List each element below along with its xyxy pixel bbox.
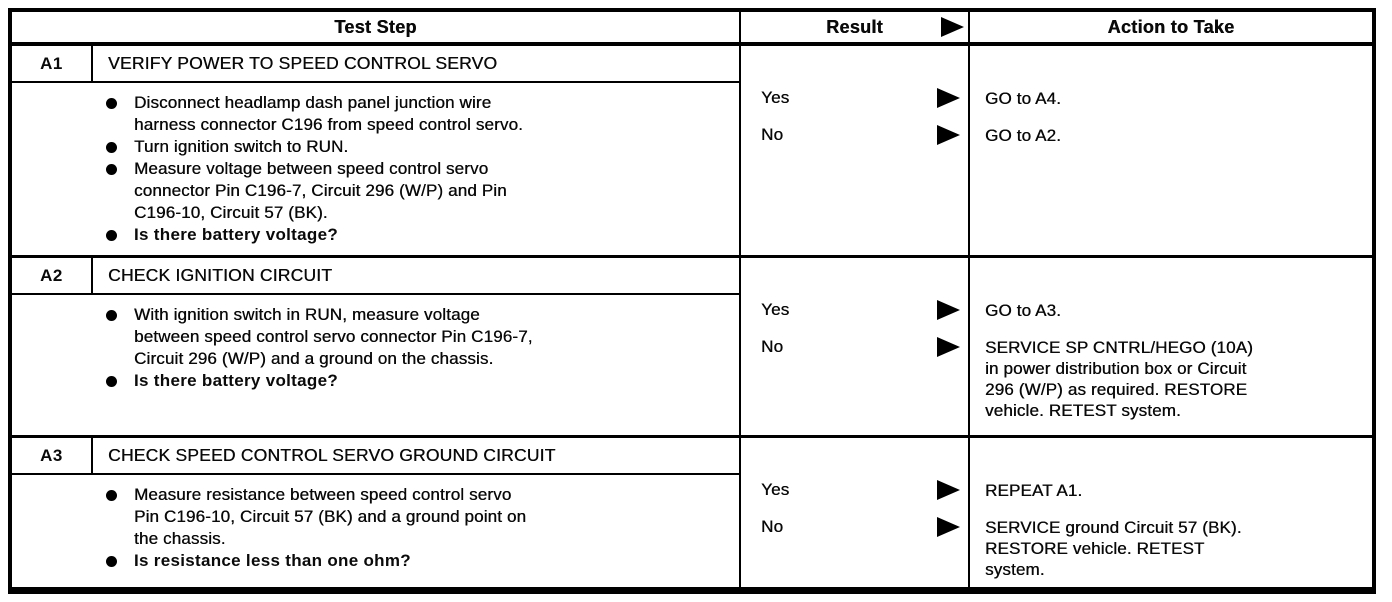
- action-text-yes: REPEAT A1.: [985, 481, 1083, 500]
- step-title-band: A2 CHECK IGNITION CIRCUIT: [12, 258, 739, 295]
- step-instructions: Disconnect headlamp dash panel junction …: [12, 83, 739, 246]
- column-header-result: Result: [739, 12, 970, 42]
- bullet-icon: [106, 490, 117, 501]
- table-header-row: Test Step Result Action to Take: [12, 12, 1372, 46]
- step-title: VERIFY POWER TO SPEED CONTROL SERVO: [108, 53, 498, 73]
- test-step-cell: A3 CHECK SPEED CONTROL SERVO GROUND CIRC…: [12, 438, 739, 587]
- instruction-item: Measure voltage between speed control se…: [106, 158, 739, 224]
- instruction-item: Disconnect headlamp dash panel junction …: [106, 92, 739, 136]
- action-cell: GO to A3. SERVICE SP CNTRL/HEGO (10A) in…: [970, 258, 1372, 435]
- bullet-icon: [106, 376, 117, 387]
- action-text-no: GO to A2.: [985, 126, 1061, 145]
- test-step-section-a2: A2 CHECK IGNITION CIRCUIT With ignition …: [12, 258, 1372, 438]
- test-step-cell: A2 CHECK IGNITION CIRCUIT With ignition …: [12, 258, 739, 435]
- step-instructions: With ignition switch in RUN, measure vol…: [12, 295, 739, 392]
- step-instructions: Measure resistance between speed control…: [12, 475, 739, 572]
- result-cell: Yes No: [739, 438, 970, 587]
- result-label: Yes: [761, 480, 790, 499]
- result-label: No: [761, 337, 784, 356]
- step-id: A3: [12, 438, 93, 473]
- instruction-item: Turn ignition switch to RUN.: [106, 136, 739, 158]
- action-text-yes: GO to A3.: [985, 301, 1061, 320]
- test-step-section-a1: A1 VERIFY POWER TO SPEED CONTROL SERVO D…: [12, 46, 1372, 258]
- question-text: Is there battery voltage?: [134, 371, 339, 390]
- result-label: No: [761, 125, 784, 144]
- instruction-question: Is there battery voltage?: [106, 370, 739, 392]
- right-triangle-arrow-icon: [937, 88, 960, 108]
- step-id: A2: [12, 258, 93, 293]
- right-triangle-arrow-icon: [941, 17, 964, 37]
- instruction-item: Measure resistance between speed control…: [106, 484, 739, 550]
- action-cell: REPEAT A1. SERVICE ground Circuit 57 (BK…: [970, 438, 1372, 587]
- result-row-yes: Yes: [761, 480, 960, 517]
- right-triangle-arrow-icon: [937, 480, 960, 500]
- action-text-yes: GO to A4.: [985, 89, 1061, 108]
- result-row-yes: Yes: [761, 88, 960, 125]
- action-header-label: Action to Take: [1107, 16, 1235, 37]
- result-cell: Yes No: [739, 258, 970, 435]
- step-title-band: A1 VERIFY POWER TO SPEED CONTROL SERVO: [12, 46, 739, 83]
- step-title-band: A3 CHECK SPEED CONTROL SERVO GROUND CIRC…: [12, 438, 739, 475]
- instruction-text: Disconnect headlamp dash panel junction …: [134, 93, 523, 134]
- result-row-no: No: [761, 517, 960, 554]
- test-step-section-a3: A3 CHECK SPEED CONTROL SERVO GROUND CIRC…: [12, 438, 1372, 587]
- right-triangle-arrow-icon: [937, 300, 960, 320]
- question-text: Is there battery voltage?: [134, 225, 339, 244]
- result-label: Yes: [761, 88, 790, 107]
- bullet-icon: [106, 230, 117, 241]
- right-triangle-arrow-icon: [937, 517, 960, 537]
- step-title: CHECK SPEED CONTROL SERVO GROUND CIRCUIT: [108, 445, 556, 465]
- instruction-text: Measure voltage between speed control se…: [134, 159, 507, 222]
- action-text-no: SERVICE ground Circuit 57 (BK). RESTORE …: [985, 518, 1242, 579]
- action-cell: GO to A4. GO to A2.: [970, 46, 1372, 255]
- instruction-text: Measure resistance between speed control…: [134, 485, 527, 548]
- bullet-icon: [106, 142, 117, 153]
- test-step-header-label: Test Step: [334, 16, 417, 37]
- result-row-yes: Yes: [761, 300, 960, 337]
- instruction-item: With ignition switch in RUN, measure vol…: [106, 304, 739, 370]
- bullet-icon: [106, 310, 117, 321]
- result-cell: Yes No: [739, 46, 970, 255]
- result-row-no: No: [761, 125, 960, 162]
- action-text-no: SERVICE SP CNTRL/HEGO (10A) in power dis…: [985, 338, 1253, 420]
- question-text: Is resistance less than one ohm?: [134, 551, 411, 570]
- result-label: No: [761, 517, 784, 536]
- step-title: CHECK IGNITION CIRCUIT: [108, 265, 333, 285]
- instruction-text: With ignition switch in RUN, measure vol…: [134, 305, 533, 368]
- result-header-label: Result: [826, 16, 883, 37]
- bullet-icon: [106, 98, 117, 109]
- result-label: Yes: [761, 300, 790, 319]
- right-triangle-arrow-icon: [937, 337, 960, 357]
- instruction-question: Is resistance less than one ohm?: [106, 550, 739, 572]
- right-triangle-arrow-icon: [937, 125, 960, 145]
- bullet-icon: [106, 556, 117, 567]
- pinpoint-test-table: Test Step Result Action to Take A1 VERIF…: [8, 8, 1376, 594]
- result-row-no: No: [761, 337, 960, 374]
- bullet-icon: [106, 164, 117, 175]
- test-step-cell: A1 VERIFY POWER TO SPEED CONTROL SERVO D…: [12, 46, 739, 255]
- instruction-text: Turn ignition switch to RUN.: [134, 137, 349, 156]
- instruction-question: Is there battery voltage?: [106, 224, 739, 246]
- column-header-action: Action to Take: [970, 12, 1372, 42]
- column-header-test-step: Test Step: [12, 12, 739, 42]
- step-id: A1: [12, 46, 93, 81]
